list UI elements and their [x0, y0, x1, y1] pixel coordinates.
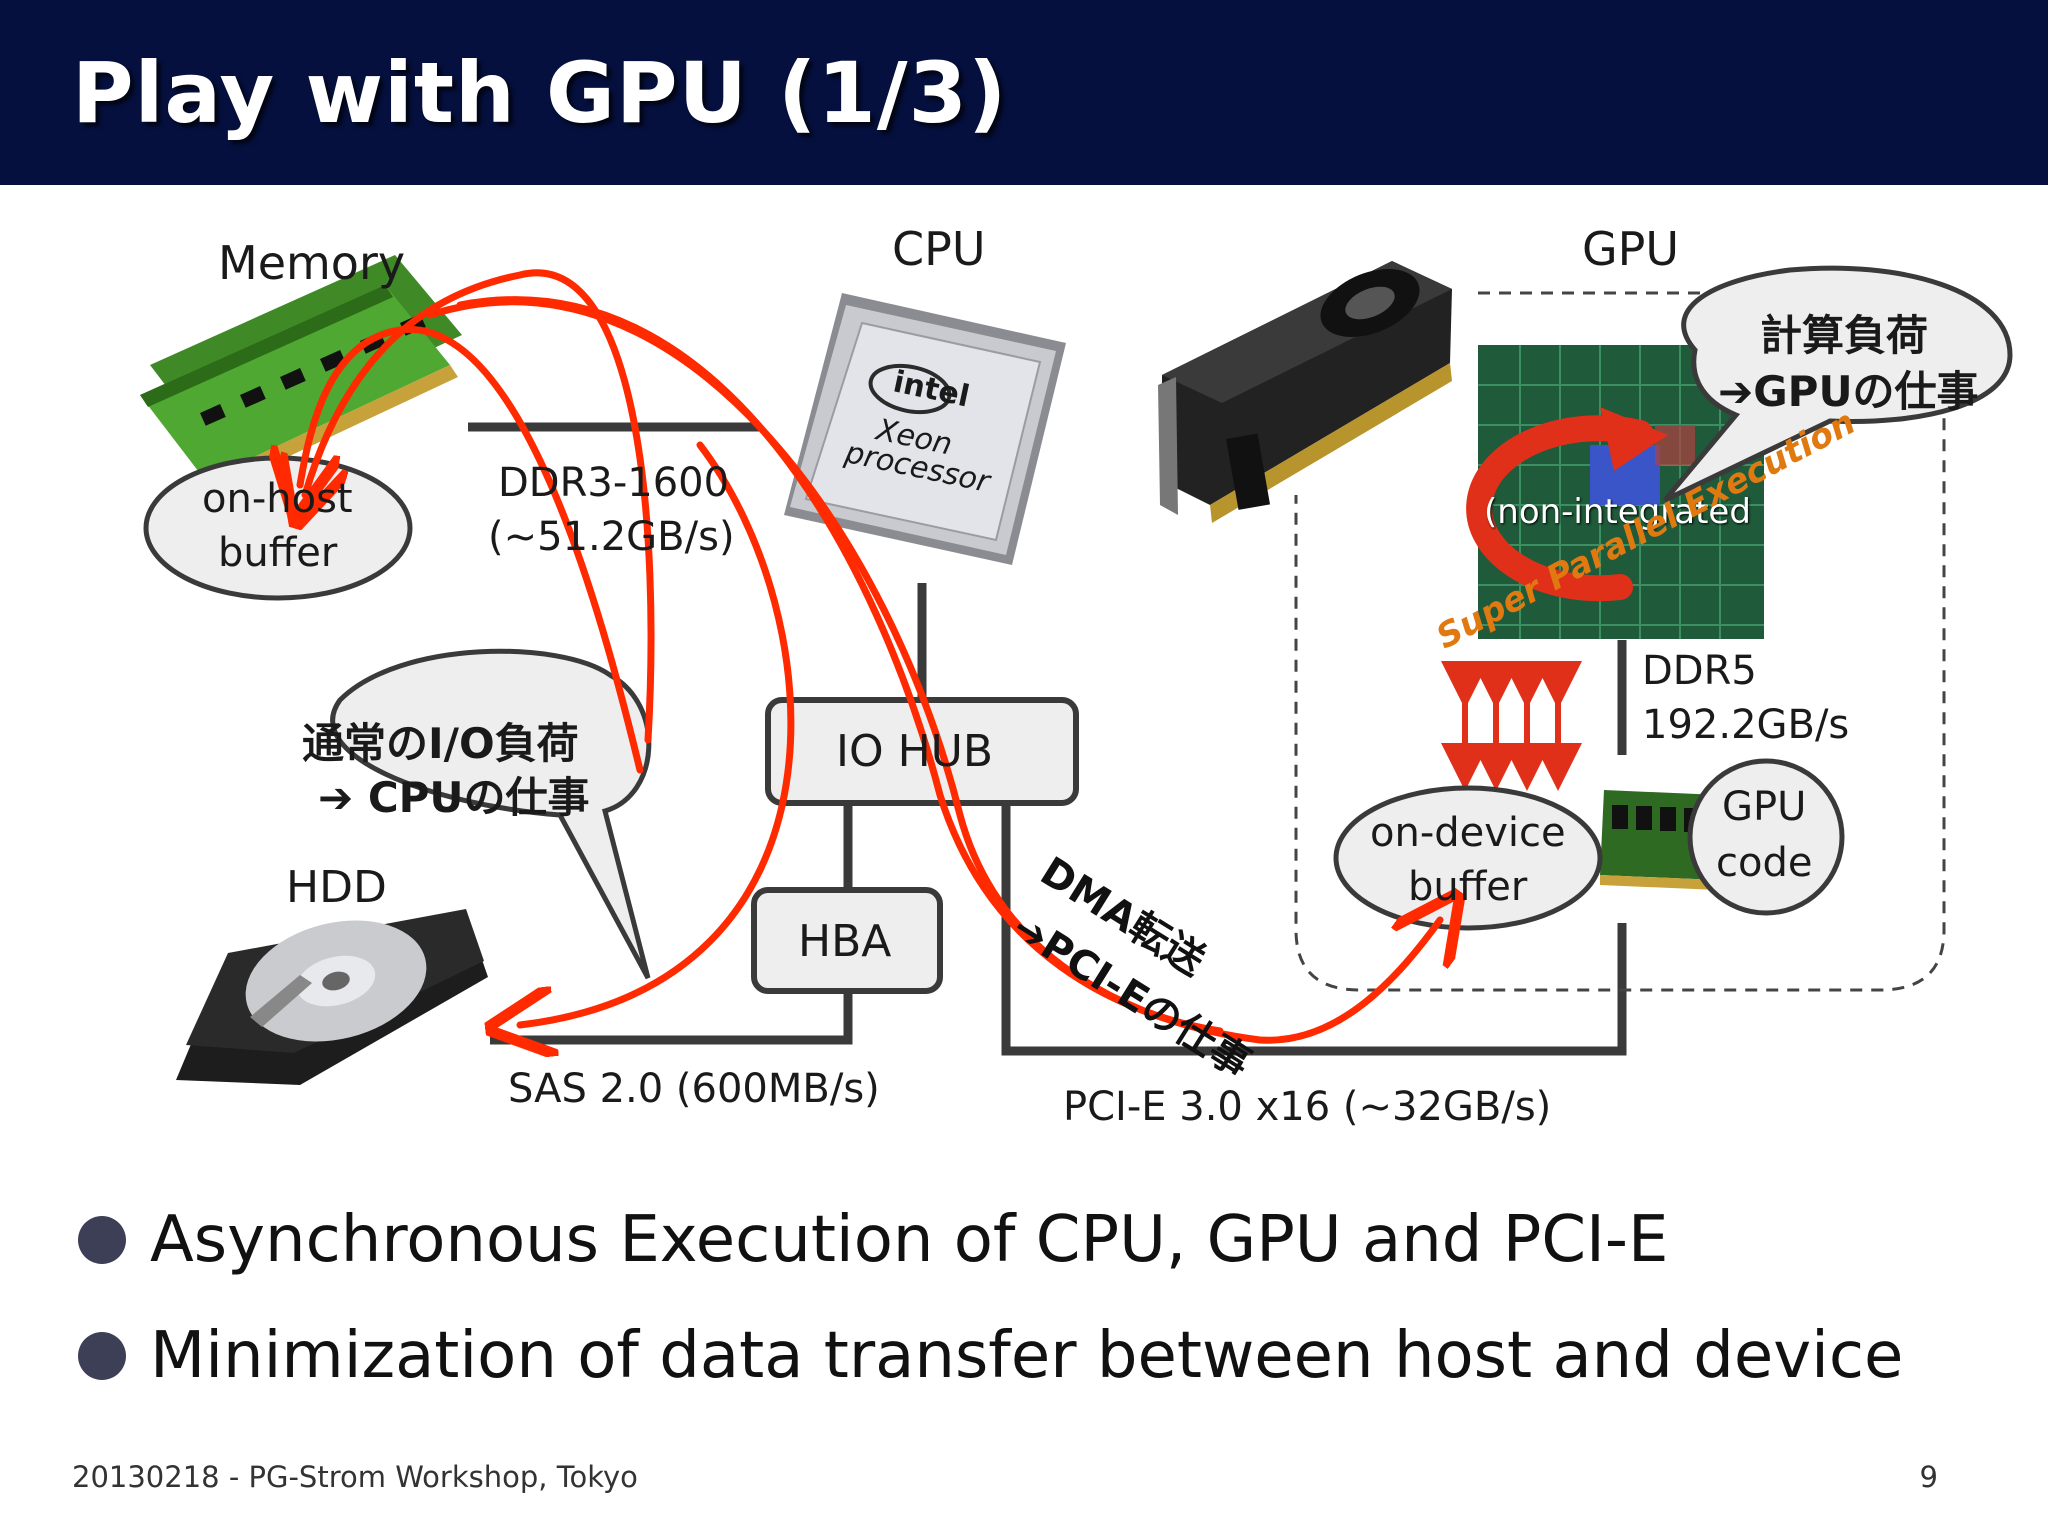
bullet-text: Asynchronous Execution of CPU, GPU and P…: [150, 1203, 1669, 1277]
bullet-dot-icon: [78, 1332, 126, 1380]
ddr5-arrows: [1441, 661, 1582, 791]
footer-text: 20130218 - PG-Strom Workshop, Tokyo: [72, 1460, 638, 1494]
bullet-text: Minimization of data transfer between ho…: [150, 1319, 1904, 1393]
ddr3-bandwidth-label: (~51.2GB/s): [488, 514, 735, 560]
arrow-hba-to-host-2: [305, 269, 655, 744]
io-hub-label: IO HUB: [836, 726, 994, 777]
arrow-hba-to-host: [300, 326, 644, 774]
io-load-callout: [330, 648, 652, 980]
gpu-card-image: [1158, 261, 1452, 523]
hdd-image: [176, 909, 488, 1085]
io-load-callout-line-2: ➔ CPUの仕事: [318, 773, 590, 822]
title-bar: Play with GPU (1/3): [0, 0, 2048, 185]
bullet-item: Minimization of data transfer between ho…: [78, 1298, 1903, 1414]
bus-lines: [468, 422, 1627, 1056]
compute-load-callout-line-2: ➔GPUの仕事: [1718, 367, 1979, 416]
hdd-label: HDD: [286, 862, 387, 913]
cpu-chip-image: [784, 293, 1066, 565]
memory-label: Memory: [218, 236, 406, 290]
bullet-list: Asynchronous Execution of CPU, GPU and P…: [78, 1182, 1903, 1414]
ddr5-label: DDR5: [1642, 648, 1757, 694]
pcie-bus-line: [1001, 803, 1627, 1056]
on-host-label-2: buffer: [218, 530, 338, 576]
chip-overlay-label: (non-integrated: [1484, 492, 1751, 532]
ddr5-bandwidth-label: 192.2GB/s: [1642, 702, 1850, 748]
gpu-code-ellipse: [1687, 758, 1845, 916]
on-device-label-2: buffer: [1408, 864, 1528, 910]
page-number: 9: [1919, 1460, 1938, 1494]
arrow-host-to-hdd: [520, 441, 795, 1025]
gpu-code-label-2: code: [1716, 840, 1813, 886]
sas-bus-line: [490, 991, 853, 1045]
gpu-code-label-1: GPU: [1722, 784, 1807, 830]
pcie-label: PCI-E 3.0 x16 (~32GB/s): [1063, 1084, 1552, 1130]
gpu-label: GPU: [1582, 222, 1680, 276]
slide-title: Play with GPU (1/3): [72, 44, 1008, 142]
ddr3-label: DDR3-1600: [498, 460, 730, 506]
data-flow-arrows: [300, 269, 1440, 1040]
bullet-dot-icon: [78, 1216, 126, 1264]
on-host-label-1: on-host: [202, 476, 353, 522]
io-load-callout-line-1: 通常のI/O負荷: [302, 719, 579, 768]
compute-load-callout-line-1: 計算負荷: [1760, 311, 1929, 360]
super-parallel-arrow: [1466, 407, 1668, 602]
compute-load-callout: [1663, 265, 2013, 503]
architecture-diagram: [140, 255, 2013, 1085]
on-device-label-1: on-device: [1370, 810, 1566, 856]
hba-label: HBA: [798, 916, 892, 967]
bullet-item: Asynchronous Execution of CPU, GPU and P…: [78, 1182, 1903, 1298]
memory-modules-image: [140, 255, 462, 492]
arrow-host-to-device-2: [456, 296, 1224, 1035]
sas-label: SAS 2.0 (600MB/s): [508, 1066, 880, 1112]
cpu-label: CPU: [892, 222, 986, 276]
hba-box: [751, 887, 943, 994]
